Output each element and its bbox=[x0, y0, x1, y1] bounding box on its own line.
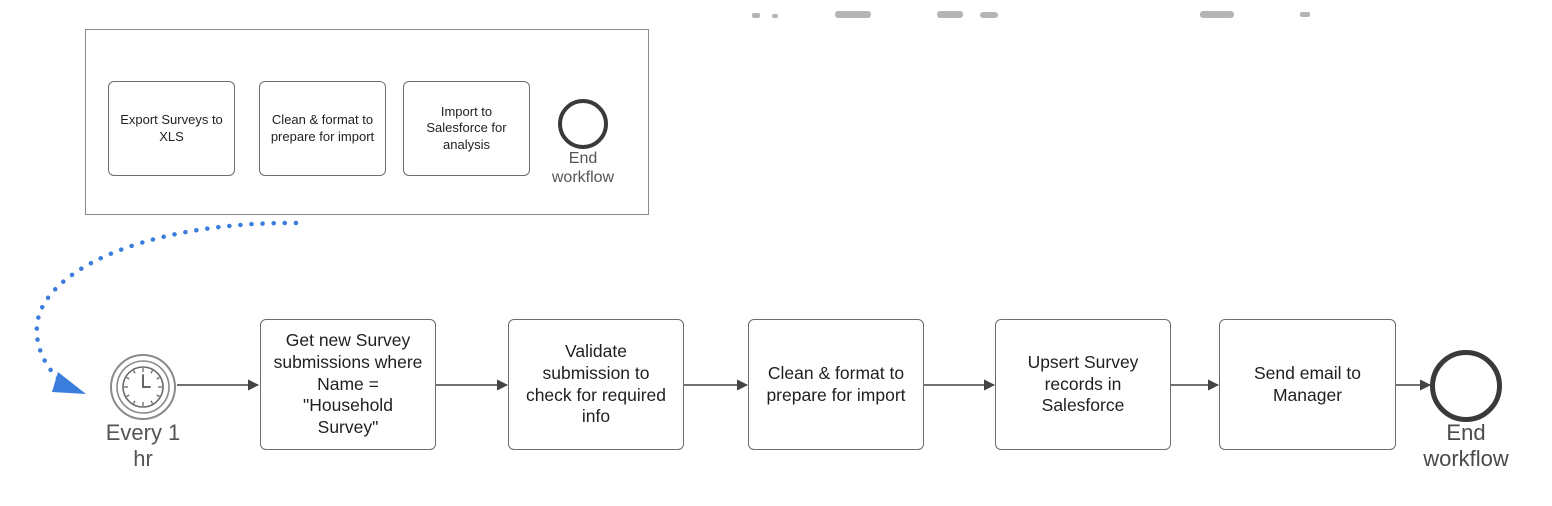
start-timer-label: Every 1 hr bbox=[105, 420, 181, 472]
main-step-send-email-label: Send email to Manager bbox=[1253, 362, 1361, 405]
start-timer-event[interactable] bbox=[109, 353, 177, 421]
main-step-validate[interactable]: Validate submission to check for require… bbox=[508, 319, 684, 450]
inset-end-label: End workflow bbox=[551, 150, 615, 187]
main-step-clean-label: Clean & format to prepare for import bbox=[766, 362, 906, 405]
main-step-validate-label: Validate submission to check for require… bbox=[525, 340, 667, 427]
inset-step-clean-label: Clean & format to prepare for import bbox=[270, 112, 375, 144]
inset-end-event[interactable] bbox=[558, 99, 608, 149]
main-end-label: End workflow bbox=[1423, 420, 1509, 472]
dotted-link bbox=[34, 220, 299, 394]
main-end-event[interactable] bbox=[1430, 350, 1502, 422]
inset-step-export[interactable]: Export Surveys to XLS bbox=[108, 81, 235, 176]
main-step-upsert-label: Upsert Survey records in Salesforce bbox=[1027, 351, 1139, 416]
inset-step-import-label: Import to Salesforce for analysis bbox=[426, 104, 507, 152]
main-step-upsert[interactable]: Upsert Survey records in Salesforce bbox=[995, 319, 1171, 450]
main-step-get-submissions[interactable]: Get new Survey submissions where Name = … bbox=[260, 319, 436, 450]
dotted-arrowhead bbox=[52, 372, 86, 394]
main-step-clean[interactable]: Clean & format to prepare for import bbox=[748, 319, 924, 450]
clock-icon bbox=[110, 354, 176, 420]
inset-step-export-label: Export Surveys to XLS bbox=[120, 112, 223, 144]
dotted-curve bbox=[34, 220, 299, 385]
main-step-get-submissions-label: Get new Survey submissions where Name = … bbox=[273, 329, 423, 438]
inset-step-clean[interactable]: Clean & format to prepare for import bbox=[259, 81, 386, 176]
inset-step-import[interactable]: Import to Salesforce for analysis bbox=[403, 81, 530, 176]
main-step-send-email[interactable]: Send email to Manager bbox=[1219, 319, 1396, 450]
